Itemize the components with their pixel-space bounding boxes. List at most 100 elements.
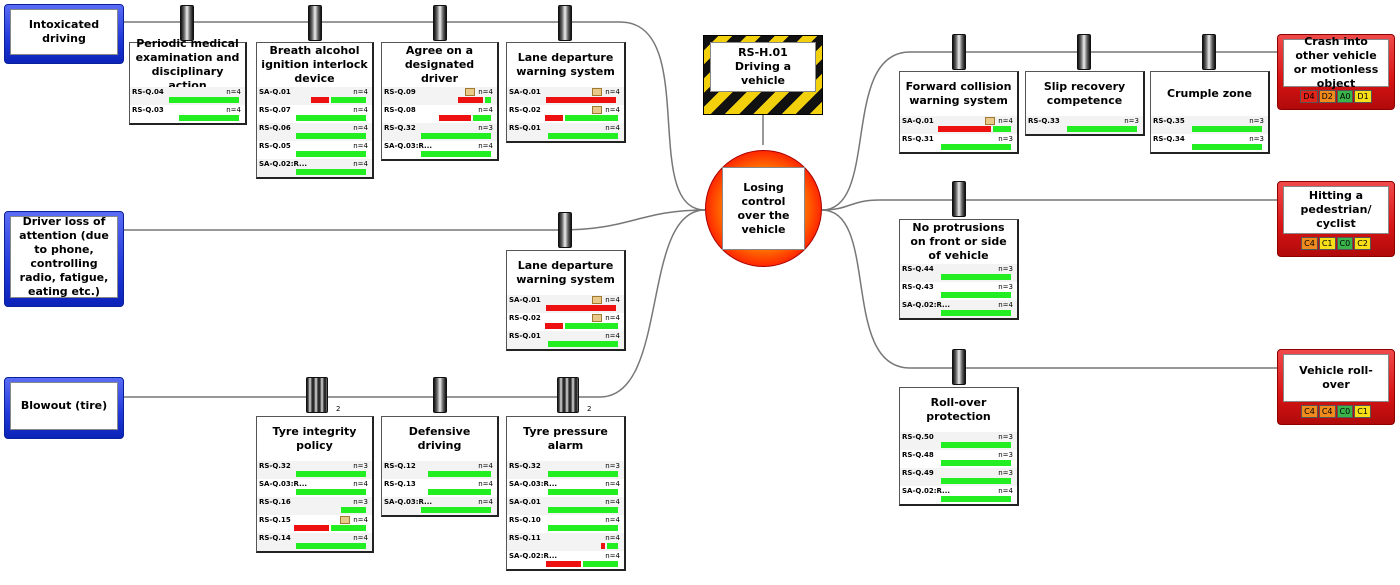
comment-icon[interactable] (592, 88, 602, 96)
comment-icon[interactable] (592, 314, 602, 322)
barrier-question-row[interactable]: SA-Q.02:R...n=4 (257, 159, 372, 177)
comment-icon[interactable] (985, 117, 995, 125)
response-count: n=4 (353, 124, 368, 132)
question-id: SA-Q.03:R... (384, 498, 433, 506)
consequence-vehicle-roll-over[interactable]: Vehicle roll-over C4 C4 C0 C1 (1277, 349, 1395, 425)
barrier-question-row[interactable]: SA-Q.03:R...n=4 (257, 479, 372, 497)
barrier-question-row[interactable]: SA-Q.03:R...n=4 (507, 479, 624, 497)
question-id: RS-Q.03 (132, 106, 164, 114)
barrier-count: 2 (587, 405, 592, 413)
score-bar-green (565, 115, 618, 121)
response-count: n=4 (353, 106, 368, 114)
question-id: SA-Q.01 (509, 296, 541, 304)
risk-badge: D1 (1354, 90, 1372, 103)
consequence-hitting-pedestrian[interactable]: Hitting a pedestrian/ cyclist C4 C1 C0 C… (1277, 181, 1395, 257)
question-id: RS-Q.01 (509, 332, 541, 340)
barrier-question-row[interactable]: SA-Q.03:R...n=4 (382, 141, 497, 159)
barrier-card[interactable]: Breath alcohol ignition interlock device… (256, 42, 374, 179)
barrier-question-row[interactable]: RS-Q.01 n=4 (507, 331, 624, 349)
threat-blowout[interactable]: Blowout (tire) (4, 377, 124, 439)
response-count: n=4 (353, 516, 368, 524)
question-id: RS-Q.34 (1153, 135, 1185, 143)
comment-icon[interactable] (592, 296, 602, 304)
response-count: n=4 (605, 332, 620, 340)
barrier-title: Defensive driving (408, 425, 471, 452)
score-bar-green (1067, 126, 1137, 132)
barrier-question-row[interactable]: SA-Q.02:R...n=4 (900, 300, 1017, 318)
barrier-question-row[interactable]: SA-Q.02:R...n=4 (507, 551, 624, 569)
risk-badge: C4 (1318, 405, 1336, 418)
threat-intoxicated-driving[interactable]: Intoxicated driving (4, 4, 124, 64)
question-id: RS-Q.31 (902, 135, 934, 143)
comment-icon[interactable] (465, 88, 475, 96)
question-id: RS-Q.08 (384, 106, 416, 114)
comment-icon[interactable] (340, 516, 350, 524)
barrier-title: Breath alcohol ignition interlock device (261, 44, 368, 85)
comment-icon[interactable] (592, 106, 602, 114)
hazard-box[interactable]: RS-H.01 Driving a vehicle (703, 35, 823, 115)
score-bar-green (941, 292, 1011, 298)
score-bar-green (421, 133, 491, 139)
threat-driver-loss-of-attention[interactable]: Driver loss of attention (due to phone, … (4, 211, 124, 307)
barrier-question-row[interactable]: SA-Q.03:R...n=4 (382, 497, 497, 515)
consequence-crash[interactable]: Crash into other vehicle or motionless o… (1277, 34, 1395, 110)
score-bar-red (546, 561, 581, 567)
top-event-circle[interactable]: Losing control over the vehicle (705, 150, 822, 267)
barrier-question-row[interactable]: SA-Q.02:R...n=4 (900, 486, 1017, 504)
barrier-card[interactable]: Periodic medical examination and discipl… (129, 37, 247, 125)
score-bar-green (941, 442, 1011, 448)
score-bar-green (341, 507, 366, 513)
threat-label: Driver loss of attention (due to phone, … (10, 215, 118, 298)
threat-label: Blowout (tire) (10, 382, 118, 430)
barrier-card[interactable]: No protrusions on front or side of vehic… (899, 219, 1019, 320)
response-count: n=4 (478, 142, 493, 150)
